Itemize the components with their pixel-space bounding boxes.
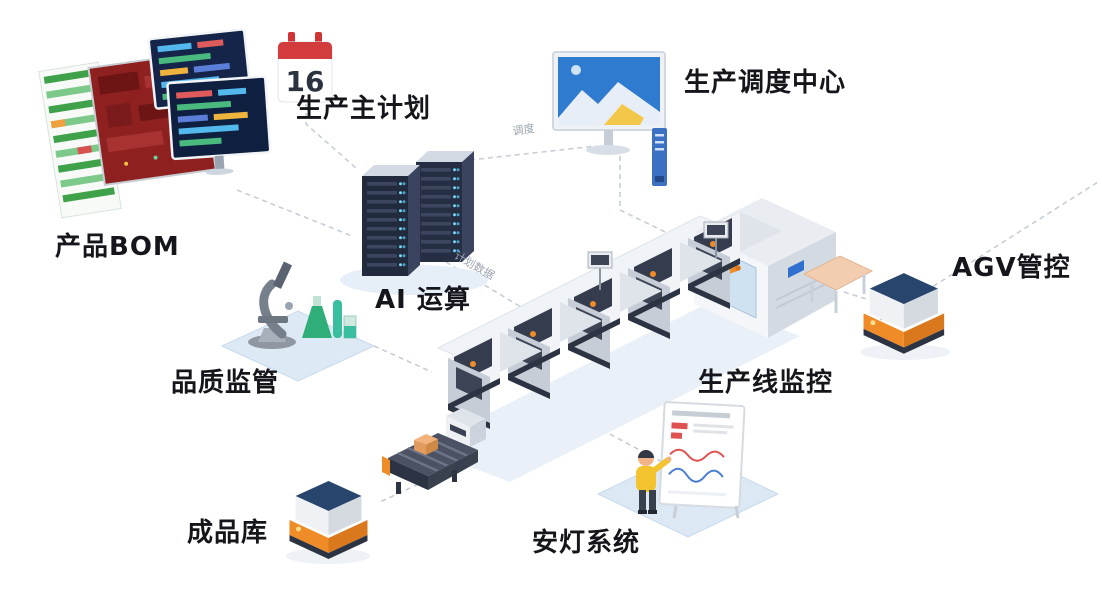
ai-server-racks-illustration (340, 151, 488, 295)
server-rack-right (416, 151, 474, 262)
edge-label-dispatch: 调度 (511, 121, 536, 138)
edge-ai-dispatch (469, 145, 597, 161)
label-ai-compute: AI 运算 (375, 285, 471, 315)
server-rack-left (362, 165, 420, 276)
data-screen-front (166, 75, 272, 175)
edge-quality-line (373, 345, 433, 373)
calendar-day-number: 16 (286, 65, 325, 98)
production-line-illustration (382, 198, 874, 494)
label-andon-system: 安灯系统 (532, 528, 641, 558)
edge-bom-ai (236, 189, 353, 237)
andon-board (658, 401, 746, 509)
andon-station-illustration (596, 401, 780, 538)
microscope-icon (248, 261, 296, 349)
label-quality-supervision: 品质监管 (171, 368, 280, 398)
quality-station-illustration (220, 261, 376, 382)
bom-documents-illustration (38, 28, 272, 219)
calendar-icon: 16 (277, 32, 333, 103)
agv-right-illustration (860, 273, 950, 360)
exit-table (802, 255, 874, 313)
output-conveyor (382, 408, 486, 494)
label-agv-control: AGV管控 (952, 253, 1071, 283)
agv-warehouse-illustration (286, 481, 370, 564)
label-master-plan: 生产主计划 (296, 94, 432, 124)
label-line-monitoring: 生产线监控 (698, 368, 834, 398)
dispatch-monitor-illustration (552, 51, 667, 186)
worker-figure (636, 450, 672, 514)
label-product-bom: 产品BOM (55, 232, 180, 262)
line-status-screens (587, 221, 729, 290)
edge-agv-out (879, 181, 1099, 321)
edge-plan-ai (305, 104, 357, 169)
label-finished-warehouse: 成品库 (187, 518, 269, 548)
lab-flasks-icon (302, 296, 357, 339)
label-dispatch-center: 生产调度中心 (684, 68, 847, 98)
